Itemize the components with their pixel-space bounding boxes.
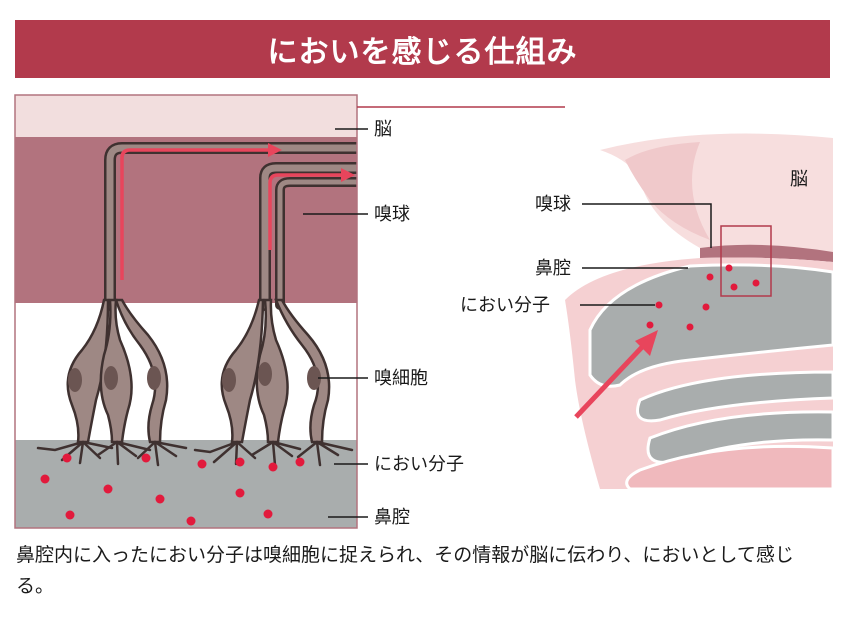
- cell-nuclei: [68, 362, 321, 392]
- title-bar: においを感じる仕組み: [15, 20, 830, 78]
- left-panel-frame: [14, 94, 358, 529]
- nerve-fibers: [104, 142, 357, 311]
- label-olfactory-bulb-left: 嗅球: [374, 204, 410, 225]
- olfactory-cell: [255, 298, 289, 444]
- label-nasal-cavity-left: 鼻腔: [374, 507, 410, 528]
- label-olfactory-bulb-right: 嗅球: [535, 194, 571, 215]
- olfactory-bulb-band: [700, 244, 833, 262]
- tissue-layer: [15, 303, 357, 440]
- nasal-cavity-region: [588, 263, 833, 388]
- inhalation-arrow: [574, 330, 658, 419]
- signal-arrows: [120, 143, 355, 280]
- caption: 鼻腔内に入ったにおい分子は嗅細胞に捉えられ、その情報が脳に伝わり、においとして感…: [16, 544, 794, 597]
- left-panel: [15, 95, 357, 528]
- odor-molecules-right: [646, 264, 760, 331]
- cilia: [36, 440, 354, 467]
- olfactory-cells: [66, 298, 331, 444]
- page-title: においを感じる仕組み: [267, 35, 578, 70]
- olfactory-bulb-layer: [15, 137, 357, 303]
- brain-layer: [15, 95, 357, 137]
- label-brain-left: 脳: [374, 119, 392, 140]
- label-nasal-cavity-right: 鼻腔: [535, 258, 571, 279]
- left-label-group: 脳 嗅球 嗅細胞 におい分子 鼻腔: [303, 119, 464, 528]
- odor-molecules-left: [40, 453, 305, 526]
- label-odor-molecule-right: におい分子: [460, 295, 550, 316]
- inset-box: [720, 225, 772, 297]
- label-brain-right: 脳: [790, 169, 808, 190]
- label-odor-molecule-left: におい分子: [374, 454, 464, 475]
- right-panel: [565, 95, 833, 489]
- label-olfactory-cell: 嗅細胞: [374, 368, 428, 389]
- right-label-group: 脳 嗅球 鼻腔 におい分子: [460, 169, 808, 316]
